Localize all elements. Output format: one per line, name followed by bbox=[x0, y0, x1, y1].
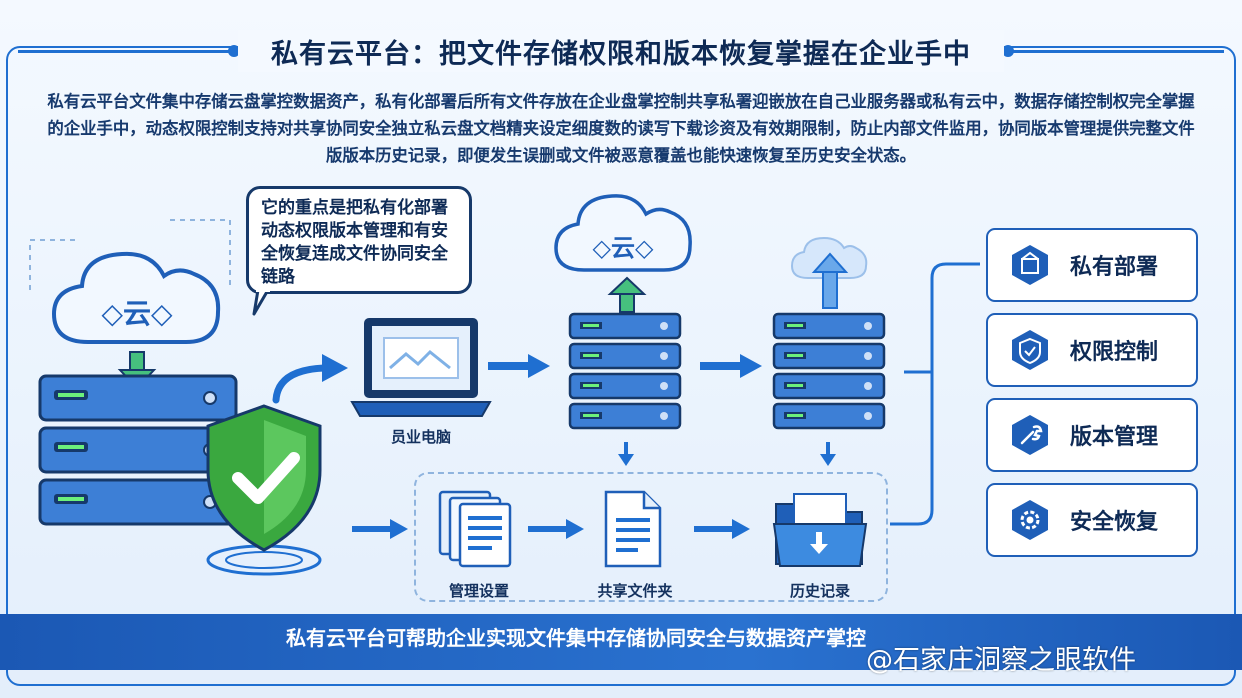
down-arrow-small-1 bbox=[618, 442, 634, 466]
cloud-label: ◇云◇ bbox=[101, 297, 173, 330]
feature-card-recovery: 安全恢复 bbox=[986, 483, 1198, 557]
documents-stack-icon bbox=[438, 490, 512, 568]
page-title: 私有云平台：把文件存储权限和版本恢复掌握在企业手中 bbox=[271, 38, 971, 70]
feature-card-version: 版本管理 bbox=[986, 398, 1198, 472]
right-arrow-icon bbox=[488, 354, 550, 378]
server-stack-icon bbox=[38, 374, 238, 526]
document-icon bbox=[604, 490, 662, 568]
cloud-icon-middle bbox=[554, 194, 692, 272]
curved-arrow-icon bbox=[272, 354, 348, 404]
cloud-label-middle: ◇云◇ bbox=[592, 234, 654, 262]
feature-label: 安全恢复 bbox=[1070, 510, 1159, 535]
laptop-icon bbox=[350, 318, 492, 417]
feature-card-private-deploy: 私有部署 bbox=[986, 228, 1198, 302]
shield-check-icon bbox=[206, 404, 322, 576]
upload-arrow-icon bbox=[811, 252, 849, 309]
folder-download-icon bbox=[772, 493, 868, 567]
title-line-left bbox=[18, 50, 232, 53]
right-arrow-icon-2 bbox=[700, 354, 762, 378]
title-line-right bbox=[1010, 50, 1224, 53]
feature-label: 版本管理 bbox=[1070, 425, 1159, 450]
callout-tail bbox=[252, 287, 270, 316]
laptop-label: 员业电脑 bbox=[390, 428, 451, 446]
down-arrow-small-2 bbox=[820, 442, 836, 466]
flow-label-settings: 管理设置 bbox=[448, 582, 509, 600]
title-container: 私有云平台：把文件存储权限和版本恢复掌握在企业手中 bbox=[238, 30, 1004, 72]
watermark: @石家庄洞察之眼软件 bbox=[866, 645, 1136, 676]
server-right-icon bbox=[772, 312, 886, 430]
intro-paragraph: 私有云平台文件集中存储云盘掌控数据资产，私有化部署后所有文件存放在企业盘掌控制共… bbox=[47, 92, 1195, 165]
right-arrow-icon-5 bbox=[694, 519, 750, 539]
bracket-connector bbox=[890, 262, 980, 526]
title-dot-left bbox=[228, 45, 240, 57]
wrench-icon bbox=[1012, 415, 1048, 455]
flow-label-history: 历史记录 bbox=[789, 582, 850, 600]
banner-text: 私有云平台可帮助企业实现文件集中存储协同安全与数据资产掌控 bbox=[286, 626, 866, 650]
callout-bubble: 它的重点是把私有化部署动态权限版本管理和有安全恢复连成文件协同安全链路 bbox=[246, 186, 472, 294]
feature-label: 权限控制 bbox=[1070, 340, 1159, 365]
right-arrow-icon-3 bbox=[352, 519, 408, 539]
gear-icon bbox=[1012, 500, 1048, 540]
shield-check-icon bbox=[1012, 330, 1048, 370]
cloud-icon bbox=[51, 251, 221, 344]
server-middle-icon bbox=[568, 312, 682, 430]
right-arrow-icon-4 bbox=[528, 519, 584, 539]
flow-box bbox=[414, 472, 888, 602]
bottom-banner bbox=[0, 614, 1242, 670]
feature-card-permission: 权限控制 bbox=[986, 313, 1198, 387]
title-dot-right bbox=[1002, 45, 1014, 57]
feature-label: 私有部署 bbox=[1070, 255, 1159, 280]
up-arrow-icon bbox=[607, 276, 647, 313]
flow-label-shared-folder: 共享文件夹 bbox=[597, 582, 673, 600]
decorative-dashes bbox=[29, 219, 231, 290]
building-icon bbox=[1012, 245, 1048, 285]
